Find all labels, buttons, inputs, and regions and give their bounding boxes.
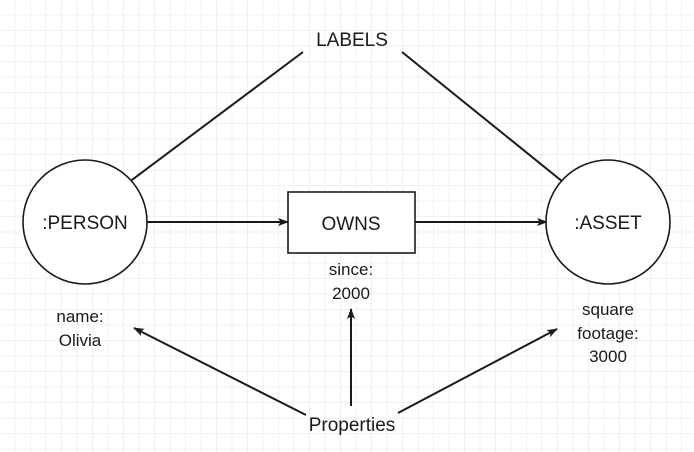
node-person-circle[interactable]	[22, 159, 148, 285]
property-person-line-2: Olivia	[59, 331, 102, 350]
property-asset-line-1: square	[582, 300, 634, 319]
relationship-owns-box[interactable]	[287, 191, 416, 254]
property-owns-line-2: 2000	[332, 284, 370, 303]
edge-labels-to-asset	[401, 51, 590, 204]
edge-labels-to-person	[100, 51, 304, 204]
node-asset-circle[interactable]	[545, 159, 671, 285]
property-person-line-1: name:	[56, 307, 103, 326]
edge-properties-to-asset-prop	[397, 328, 558, 414]
edge-properties-to-person-prop	[133, 327, 307, 416]
property-asset-line-2: footage:	[577, 324, 638, 343]
node-asset-label: :ASSET	[574, 213, 642, 234]
node-person-label: :PERSON	[42, 213, 128, 234]
property-asset-line-3: 3000	[589, 347, 627, 366]
property-owns-line-1: since:	[329, 260, 373, 279]
relationship-owns-label: OWNS	[321, 214, 380, 235]
annotation-properties: Properties	[309, 415, 396, 436]
annotation-labels: LABELS	[316, 30, 388, 51]
